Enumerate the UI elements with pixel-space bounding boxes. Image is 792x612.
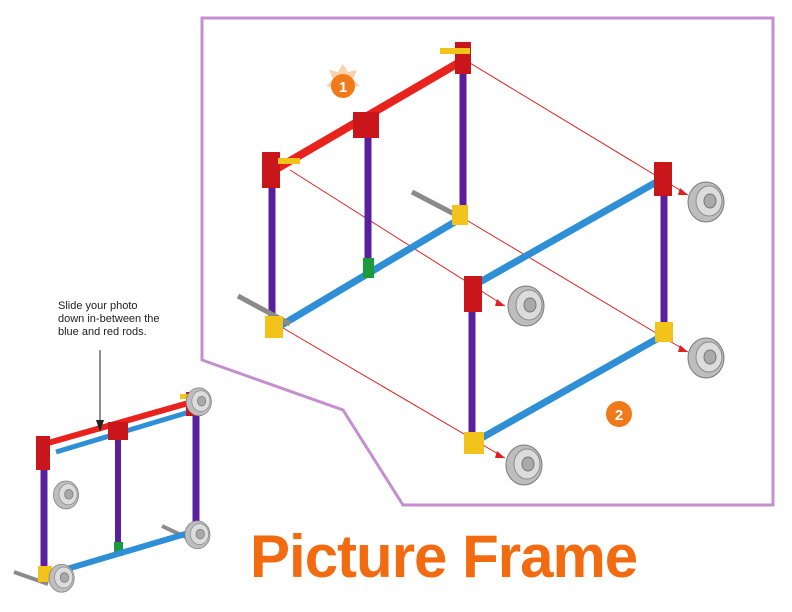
step-number: 2: [615, 407, 623, 424]
photo-instruction-callout: Slide your photo down in-between the blu…: [58, 300, 238, 339]
wheel: [508, 286, 544, 326]
side-frame-assembly: [464, 162, 673, 454]
callout-line: blue and red rods.: [58, 326, 238, 339]
guide-arrowhead: [495, 451, 505, 458]
step-number: 1: [339, 79, 347, 96]
wheel: [688, 182, 724, 222]
step-badge-1: 1: [326, 64, 360, 98]
wheel: [186, 388, 211, 416]
guide-lines: [283, 60, 688, 458]
green-connector: [363, 258, 374, 278]
red-connector: [654, 162, 672, 196]
grey-axle: [412, 192, 458, 216]
page-title: Picture Frame: [250, 522, 637, 592]
completed-frame-thumbnail: [14, 388, 211, 592]
guide-arrowhead: [678, 345, 688, 352]
callout-line: down in-between the: [58, 313, 238, 326]
wheel: [53, 481, 78, 509]
wheel: [49, 564, 74, 592]
yellow-connector: [265, 316, 283, 338]
yellow-connector: [278, 158, 300, 164]
step-badge-2: 2: [606, 401, 632, 427]
red-connector: [455, 42, 471, 74]
wheel: [506, 445, 542, 485]
yellow-connector: [440, 48, 470, 54]
red-connector: [262, 152, 280, 188]
red-connector: [36, 436, 50, 470]
wheel: [185, 521, 210, 549]
red-connector: [353, 112, 379, 138]
blue-rod: [478, 336, 662, 440]
red-connector: [464, 276, 482, 312]
yellow-connector: [464, 432, 484, 454]
callout-line: Slide your photo: [58, 300, 238, 313]
guide-arrowhead: [678, 188, 688, 195]
wheel: [688, 338, 724, 378]
yellow-connector: [655, 322, 673, 342]
blue-rod: [480, 180, 660, 282]
red-connector: [108, 422, 128, 440]
yellow-connector: [452, 205, 468, 225]
